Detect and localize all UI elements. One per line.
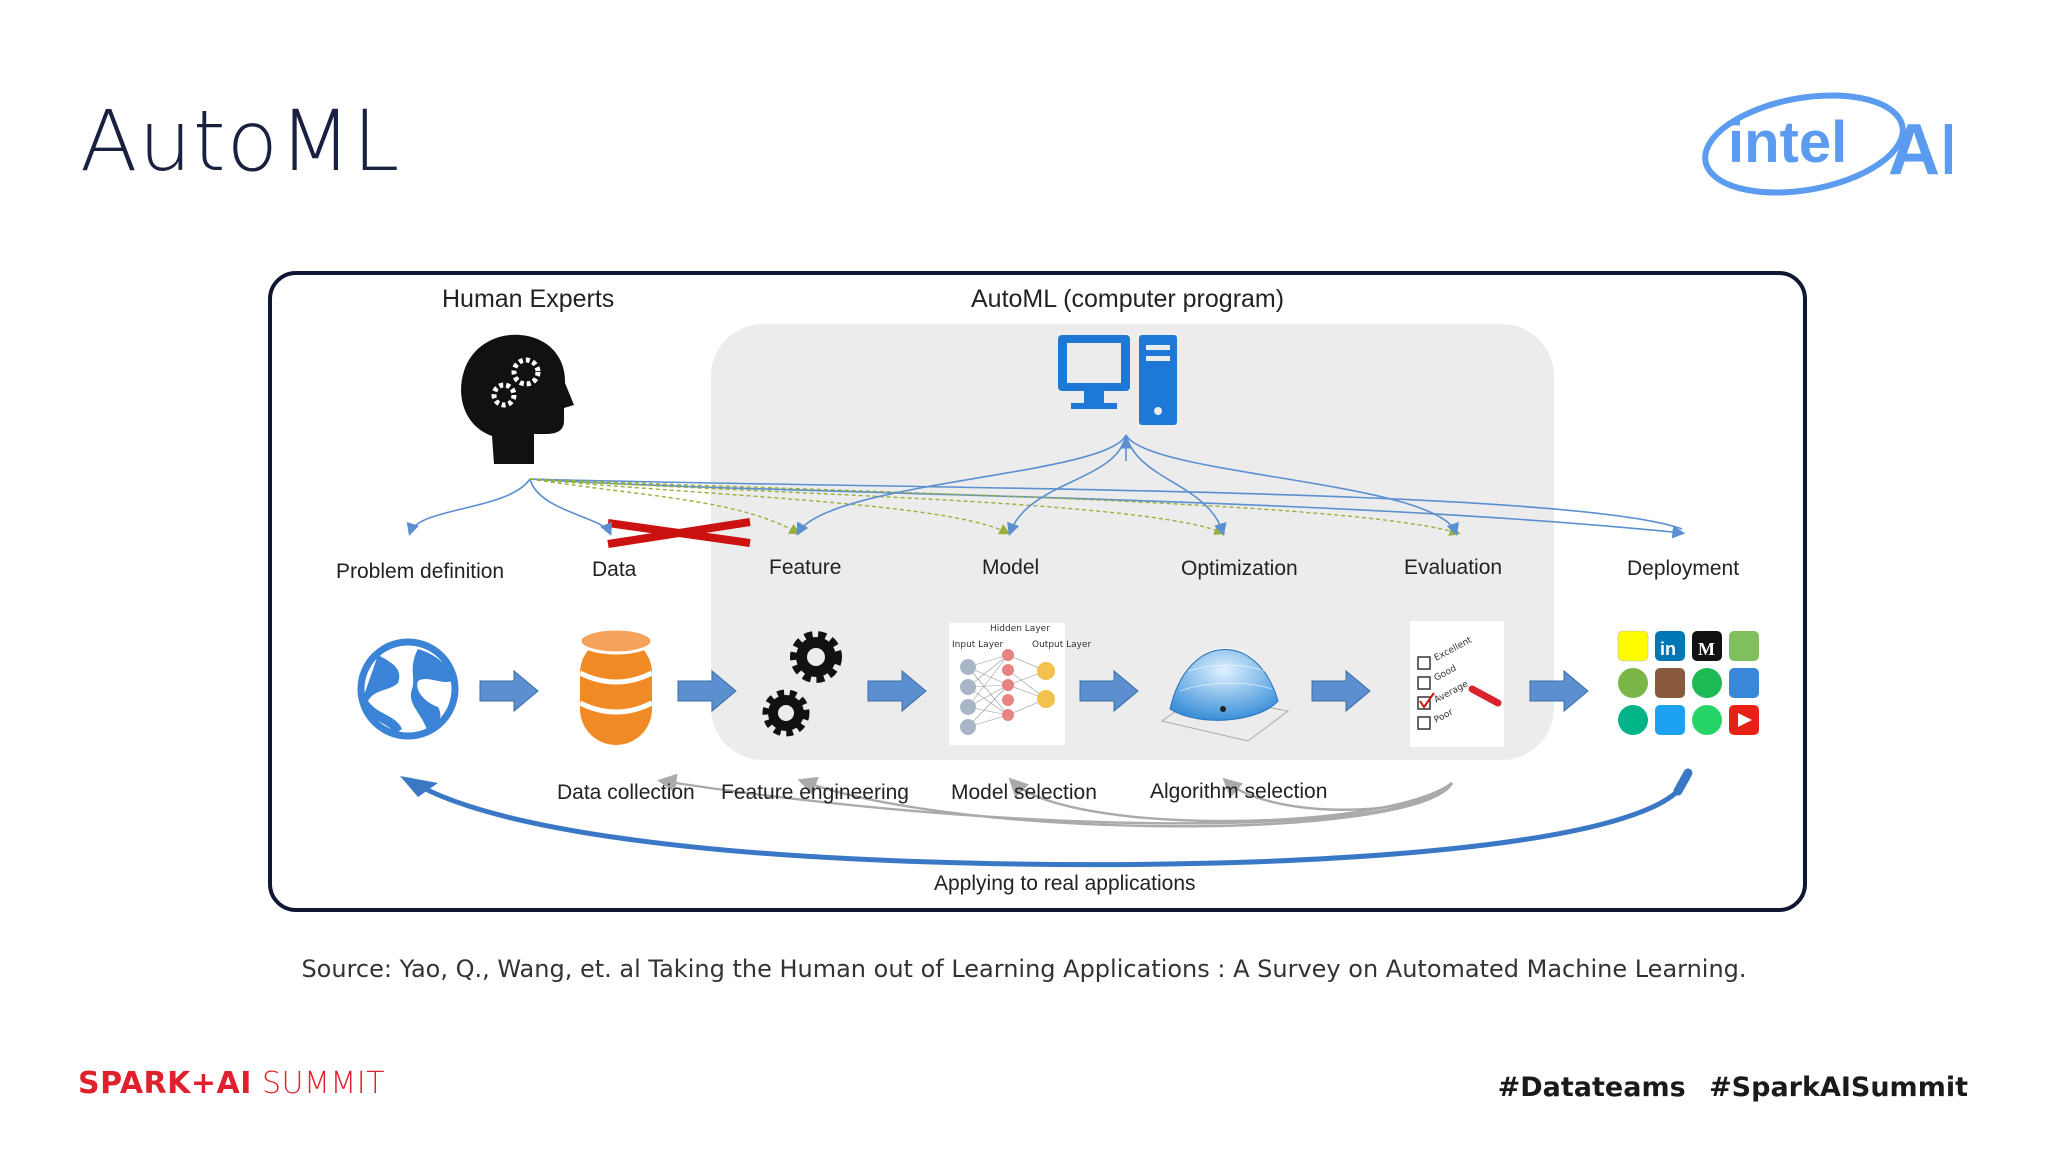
nn-hidden-layer: Hidden Layer xyxy=(990,624,1050,634)
automl-arrows xyxy=(796,434,1459,537)
human-experts-label: Human Experts xyxy=(442,285,614,313)
neural-network-icon: Input Layer Hidden Layer Output Layer xyxy=(949,623,1092,745)
feedback-arrows xyxy=(657,773,1454,828)
source-citation: Source: Yao, Q., Wang, et. al Taking the… xyxy=(301,955,1747,983)
diagram-svg: Human Experts AutoML (computer program) xyxy=(268,271,1807,912)
label-applying-real-applications: Applying to real applications xyxy=(934,872,1196,895)
hashtag-datateams[interactable]: #Datateams xyxy=(1497,1072,1686,1103)
intel-swirl-icon xyxy=(1702,92,1906,196)
flow-arrows xyxy=(479,669,1589,713)
label-feature-engineering: Feature engineering xyxy=(721,781,909,804)
brand-summit: SUMMIT xyxy=(261,1066,385,1101)
spark-ai-summit-logo: SPARK+AI SUMMIT xyxy=(78,1066,385,1101)
cross-mark-icon xyxy=(607,518,751,548)
database-icon xyxy=(578,627,654,745)
label-model-selection: Model selection xyxy=(951,781,1097,804)
svg-text:in: in xyxy=(1660,639,1676,659)
label-data-collection: Data collection xyxy=(557,781,695,804)
hashtags: #Datateams #SparkAISummit xyxy=(1498,1072,1968,1103)
nn-input-layer: Input Layer xyxy=(952,640,1004,650)
intel-ai-logo: intel AI xyxy=(1702,92,1952,196)
gears-icon xyxy=(762,631,842,737)
stage-problem-definition: Problem definition xyxy=(336,560,504,583)
surface-plot-icon xyxy=(1160,648,1290,742)
stage-feature: Feature xyxy=(769,556,841,579)
stage-evaluation: Evaluation xyxy=(1404,556,1502,579)
automl-diagram: Human Experts AutoML (computer program) xyxy=(268,271,1807,912)
nn-output-layer: Output Layer xyxy=(1032,640,1092,650)
stage-model: Model xyxy=(982,556,1039,579)
stage-optimization: Optimization xyxy=(1181,557,1298,580)
label-algorithm-selection: Algorithm selection xyxy=(1150,780,1327,803)
computer-icon xyxy=(1058,335,1177,425)
svg-text:M: M xyxy=(1698,639,1715,659)
stage-data: Data xyxy=(592,558,637,581)
stage-deployment: Deployment xyxy=(1627,557,1739,580)
intel-text: intel xyxy=(1728,110,1847,175)
ai-text: AI xyxy=(1888,110,1952,190)
loop-arrow xyxy=(400,768,1693,868)
brand-spark-ai: SPARK+AI xyxy=(78,1066,252,1101)
slide-title: AutoML xyxy=(80,92,401,190)
human-dashed-arrows xyxy=(529,478,1461,537)
automl-background xyxy=(711,324,1554,760)
head-gears-icon xyxy=(461,334,574,464)
globe-icon xyxy=(357,638,459,740)
app-icons-grid: in M xyxy=(1617,630,1759,735)
checklist-icon: Excellent Good Average Poor xyxy=(1410,621,1504,747)
automl-program-label: AutoML (computer program) xyxy=(971,285,1284,313)
hashtag-sparkaisummit[interactable]: #SparkAISummit xyxy=(1709,1072,1968,1103)
